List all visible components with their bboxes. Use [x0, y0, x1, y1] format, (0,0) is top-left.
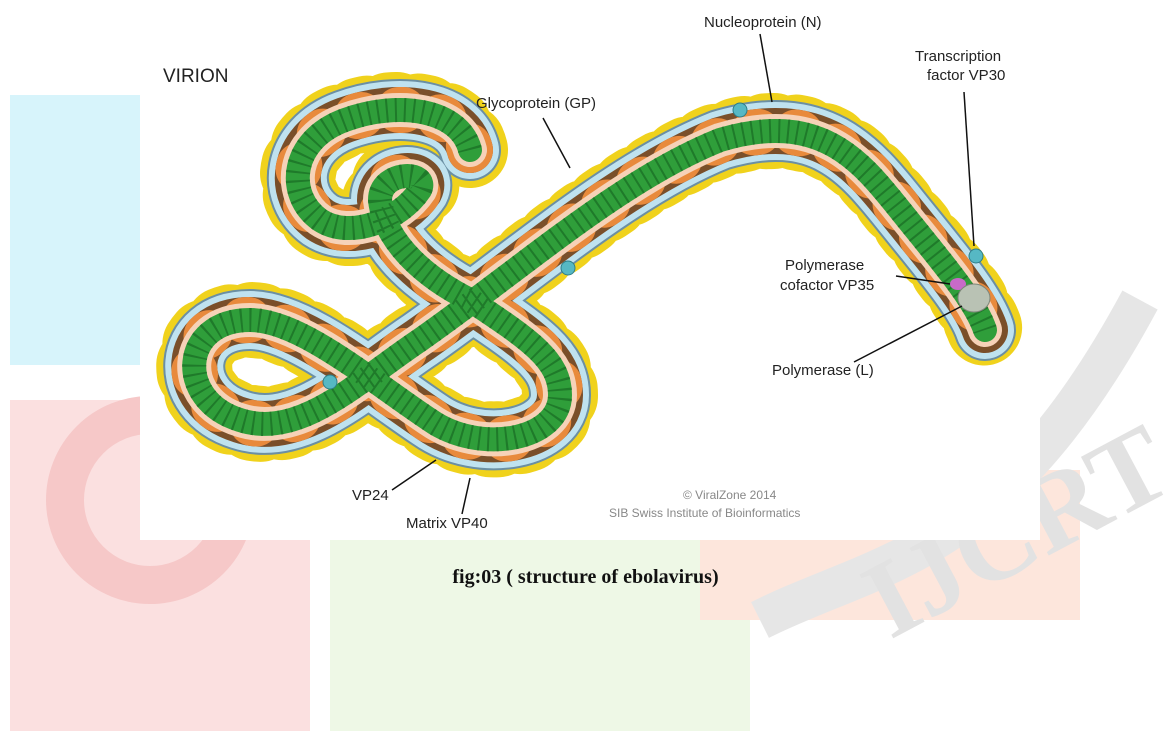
vp24-pointer	[392, 460, 436, 490]
transcription-factor-label-line1: Transcription	[915, 48, 1001, 65]
credit-line-1: © ViralZone 2014	[683, 488, 776, 502]
glycoprotein-pointer	[543, 118, 570, 168]
credit-line-2: SIB Swiss Institute of Bioinformatics	[609, 506, 800, 520]
polymerase-marker	[958, 284, 990, 312]
vp30-marker	[733, 103, 747, 117]
transcription-factor-label-line2: factor VP30	[927, 67, 1005, 84]
virion-title: VIRION	[163, 66, 228, 88]
matrix-pointer	[462, 478, 470, 514]
nucleoprotein-pointer	[760, 34, 772, 102]
vp30-marker	[323, 375, 337, 389]
vp30-marker	[969, 249, 983, 263]
glycoprotein-label: Glycoprotein (GP)	[476, 95, 596, 112]
polymerase-cofactor-label-line2: cofactor VP35	[780, 277, 874, 294]
matrix-label: Matrix VP40	[406, 515, 488, 532]
figure-caption: fig:03 ( structure of ebolavirus)	[0, 566, 1171, 589]
vp30-pointer	[964, 92, 974, 246]
vp30-marker	[561, 261, 575, 275]
vp24-label: VP24	[352, 487, 389, 504]
polymerase-label: Polymerase (L)	[772, 362, 874, 379]
nucleoprotein-label: Nucleoprotein (N)	[704, 14, 822, 31]
polymerase-cofactor-label-line1: Polymerase	[785, 257, 864, 274]
